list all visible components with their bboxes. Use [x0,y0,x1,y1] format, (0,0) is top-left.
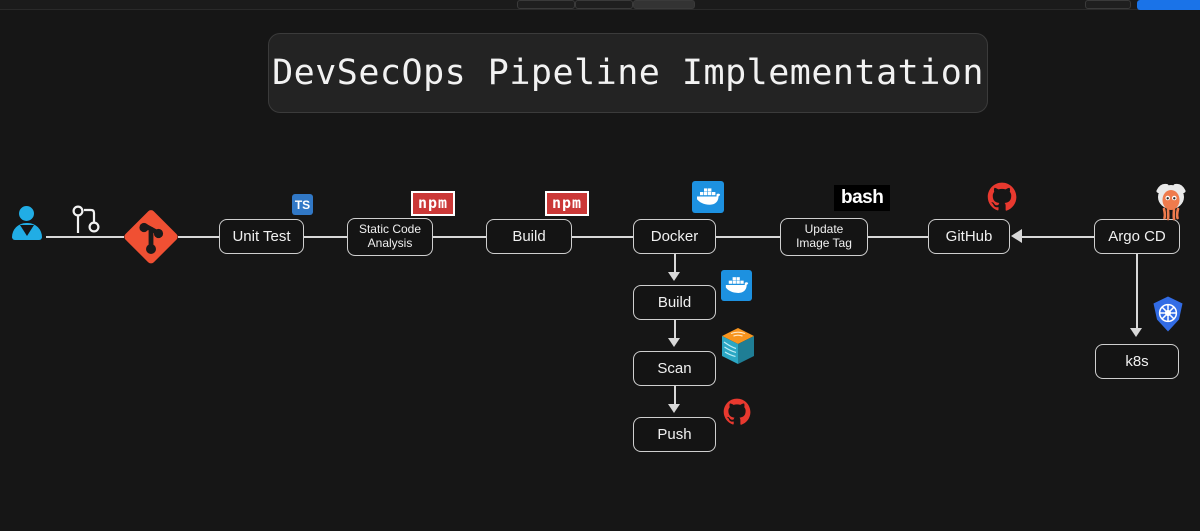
arrow-to-github [1011,229,1022,243]
argo-mascot-icon [1152,182,1190,222]
node-docker-scan[interactable]: Scan [633,351,716,386]
arrow-to-docker-scan [668,338,680,347]
node-docker-build[interactable]: Build [633,285,716,320]
docker-icon-1 [692,181,724,213]
edge-build2-to-scan [674,320,676,340]
kubernetes-icon [1149,295,1187,333]
docker-icon-2 [721,270,752,301]
node-label: Build [657,293,692,311]
page-title: DevSecOps Pipeline Implementation [272,53,984,93]
edge-static-to-build [433,236,486,238]
node-unit-test[interactable]: Unit Test [219,219,304,254]
diagram-title-card: DevSecOps Pipeline Implementation [268,33,988,113]
arrow-to-k8s [1130,328,1142,337]
git-branch-icon [68,203,102,235]
node-label: Unit Test [232,227,291,245]
node-label-line1: Static Code [358,222,422,237]
node-label: GitHub [945,227,993,245]
edge-argocd-to-k8s [1136,254,1138,330]
npm-label: npm [418,194,449,212]
npm-label: npm [552,194,583,212]
trivy-icon [719,326,757,368]
git-logo-icon [122,208,180,266]
typescript-label: TS [294,197,311,212]
node-github[interactable]: GitHub [928,219,1010,254]
node-label: Push [657,425,692,443]
bash-label: bash [841,187,884,208]
node-label: Docker [650,227,699,245]
arrow-to-docker-push [668,404,680,413]
node-label: Argo CD [1108,227,1166,245]
edge-unittest-to-static [304,236,348,238]
node-label: Scan [657,359,692,377]
node-label: Build [512,227,546,245]
developer-icon [8,205,46,251]
edge-update-to-github [868,236,929,238]
toolbar-segment-3[interactable] [633,0,695,9]
toolbar-segment-2[interactable] [575,0,633,9]
app-toolbar [0,0,1200,10]
node-argocd[interactable]: Argo CD [1094,219,1180,254]
node-label-line2: Image Tag [796,236,852,250]
typescript-icon: TS [292,194,313,215]
edge-docker-to-update [716,236,780,238]
toolbar-segment-1[interactable] [517,0,575,9]
edge-docker-to-build2 [674,254,676,274]
node-docker[interactable]: Docker [633,219,716,254]
bash-icon: bash [834,185,891,211]
edge-build-to-docker [572,236,634,238]
edge-argocd-to-github [1022,236,1094,238]
node-k8s[interactable]: k8s [1095,344,1179,379]
edge-scan-to-push [674,386,676,406]
arrow-to-docker-build [668,272,680,281]
node-update-image-tag[interactable]: Update Image Tag [780,218,868,256]
node-docker-push[interactable]: Push [633,417,716,452]
toolbar-primary-button[interactable] [1137,0,1200,10]
node-static-code-analysis[interactable]: Static Code Analysis [347,218,433,256]
github-icon-2 [723,398,751,426]
npm-icon-2: npm [545,191,590,216]
edge-developer-to-git [46,236,124,238]
github-icon-1 [987,182,1017,212]
toolbar-ghost-button[interactable] [1085,0,1131,9]
edge-git-to-unittest [178,236,220,238]
npm-icon-1: npm [411,191,456,216]
node-build-npm[interactable]: Build [486,219,572,254]
node-label: k8s [1125,352,1149,370]
node-label-line1: Update [804,222,844,237]
node-label-line2: Analysis [367,236,413,250]
